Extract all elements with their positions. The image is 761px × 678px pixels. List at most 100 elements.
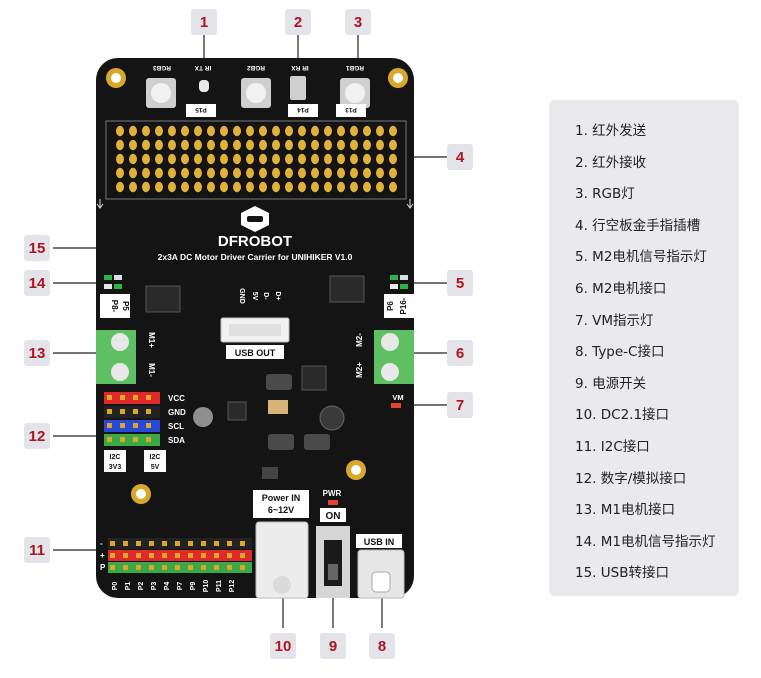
gold-finger-pad	[389, 139, 397, 151]
legend-item: 10. DC2.1接口	[575, 407, 670, 424]
callout-14: 14	[24, 270, 50, 296]
header-pin	[149, 553, 154, 558]
gold-finger-pad	[116, 125, 124, 137]
gold-finger-pad	[389, 167, 397, 179]
legend-item: 8. Type-C接口	[575, 344, 665, 361]
gold-finger-pad	[142, 167, 150, 179]
legend-item: 5. M2电机信号指示灯	[575, 249, 707, 266]
label-p14: P14	[297, 106, 309, 113]
label-m2-plus: M2+	[355, 362, 364, 378]
callout-2: 2	[285, 9, 311, 35]
gold-finger-pad	[389, 153, 397, 165]
header-pin	[201, 565, 206, 570]
header-pin	[120, 409, 125, 414]
legend-item: 4. 行空板金手指插槽	[575, 217, 701, 234]
label-scl: SCL	[168, 422, 184, 431]
label-m1-minus: M1-	[147, 363, 156, 377]
label-vcc: VCC	[168, 394, 185, 403]
gold-finger-pad	[285, 139, 293, 151]
header-pin	[120, 395, 125, 400]
header-pin	[227, 541, 232, 546]
gold-finger-pad	[246, 125, 254, 137]
gpio-label-p1: P1	[125, 582, 132, 591]
m1-leds	[104, 275, 122, 289]
gold-finger-pad	[246, 167, 254, 179]
label-vm: VM	[392, 393, 403, 402]
gold-finger-pad	[350, 125, 358, 137]
gold-finger-pad	[246, 139, 254, 151]
gold-finger-pad	[207, 181, 215, 193]
label-i2c-3v3-a: I2C	[110, 454, 121, 461]
header-pin	[188, 553, 193, 558]
gold-finger-pad	[155, 139, 163, 151]
header-pin	[162, 541, 167, 546]
gold-finger-pad	[168, 153, 176, 165]
label-rgb1: RGB1	[346, 64, 364, 71]
gold-finger-pad	[233, 167, 241, 179]
gold-finger-pad	[337, 153, 345, 165]
gold-finger-pad	[324, 181, 332, 193]
gold-finger-pad	[350, 139, 358, 151]
gold-finger-pad	[181, 139, 189, 151]
header-pin	[110, 541, 115, 546]
label-ir-rx: IR RX	[291, 64, 309, 71]
gold-finger-pad	[311, 181, 319, 193]
gold-finger-pad	[168, 167, 176, 179]
label-p16: P16-	[399, 297, 408, 314]
gold-finger-pad	[194, 139, 202, 151]
gold-finger-pad	[298, 167, 306, 179]
gold-finger-pad	[311, 125, 319, 137]
gpio-label-p9: P9	[190, 582, 197, 591]
label-m2-minus: M2-	[355, 333, 364, 347]
mounting-holes	[106, 68, 408, 504]
callout-12: 12	[24, 423, 50, 449]
header-pin	[120, 423, 125, 428]
label-p13: P13	[345, 106, 357, 113]
gold-finger-pad	[298, 139, 306, 151]
gold-finger-pad	[233, 125, 241, 137]
header-pin	[107, 409, 112, 414]
header-pin	[133, 395, 138, 400]
usb-out-connector	[220, 317, 290, 359]
header-pin	[175, 565, 180, 570]
label-p6: P6	[386, 301, 395, 311]
gpio-label-p10: P10	[203, 580, 210, 593]
header-pin	[123, 565, 128, 570]
gold-finger-pad	[220, 153, 228, 165]
label-sda: SDA	[168, 436, 185, 445]
label-rgb2: RGB2	[247, 64, 265, 71]
pwr-led	[328, 500, 338, 505]
legend-item: 9. 电源开关	[575, 375, 647, 392]
gold-finger-pad	[142, 125, 150, 137]
gold-finger-pad	[220, 125, 228, 137]
header-pin	[107, 395, 112, 400]
gold-finger-pad	[350, 153, 358, 165]
legend-item: 2. 红外接收	[575, 154, 647, 171]
gold-finger-pad	[363, 181, 371, 193]
gold-finger-pad	[272, 153, 280, 165]
header-pin	[188, 541, 193, 546]
vm-led	[391, 403, 401, 408]
usb-out-label: USB OUT	[235, 348, 276, 358]
i2c-header-pins	[107, 395, 151, 442]
legend-item: 1. 红外发送	[575, 123, 647, 139]
gold-finger-pad	[155, 153, 163, 165]
gpio-label-p12: P12	[229, 580, 236, 593]
chips	[145, 275, 365, 479]
gold-finger-pad	[285, 167, 293, 179]
gold-finger-pad	[259, 153, 267, 165]
callout-15: 15	[24, 235, 50, 261]
legend-panel: 1. 红外发送 2. 红外接收 3. RGB灯 4. 行空板金手指插槽 5. M…	[549, 100, 739, 596]
pin-gnd: GND	[238, 288, 245, 304]
label-p5: P5	[121, 301, 130, 311]
header-pin	[146, 437, 151, 442]
gold-finger-pad	[220, 139, 228, 151]
gold-finger-pad	[129, 181, 137, 193]
side-pin-labels: P8- P5 P6 P16-	[100, 294, 414, 318]
header-pin	[240, 565, 245, 570]
header-pin	[240, 553, 245, 558]
gold-finger-pad	[363, 139, 371, 151]
gpio-label-p11: P11	[216, 580, 223, 592]
header-pin	[120, 437, 125, 442]
